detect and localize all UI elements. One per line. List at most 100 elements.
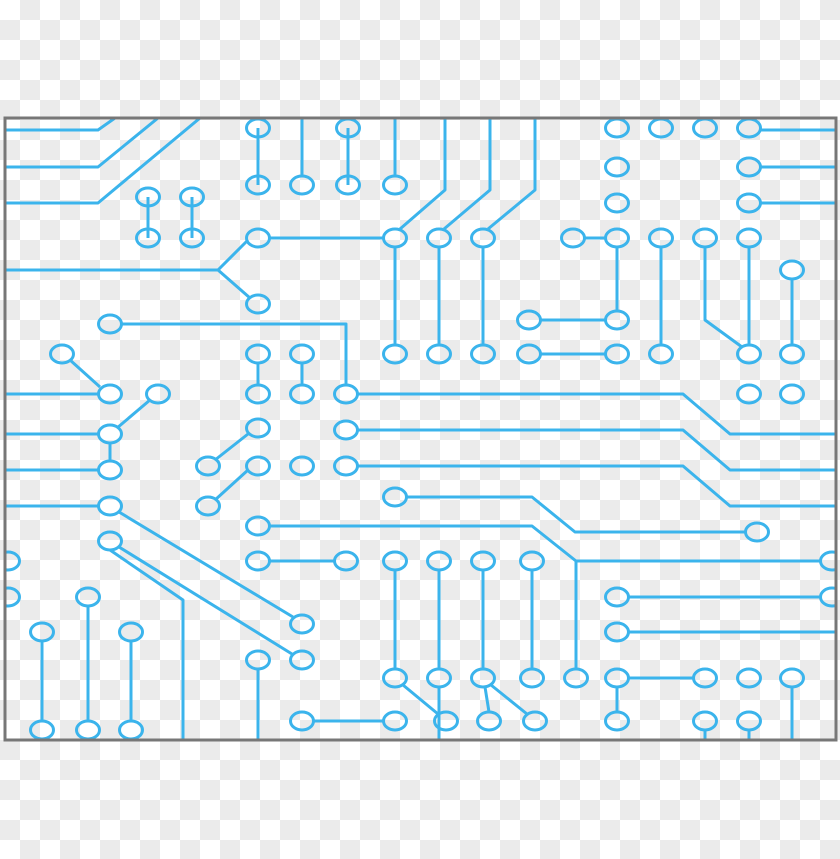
circuit-trace <box>122 322 348 385</box>
circuit-pad <box>522 710 548 732</box>
circuit-trace <box>6 118 201 205</box>
circuit-pad <box>335 174 361 196</box>
circuit-trace <box>109 548 185 740</box>
circuit-trace <box>358 392 836 436</box>
circuit-pad <box>736 192 762 214</box>
circuit-trace <box>407 495 745 534</box>
circuit-pad <box>604 667 630 689</box>
circuit-pad <box>289 174 315 196</box>
circuit-pad <box>779 383 805 405</box>
circuit-trace <box>68 358 102 389</box>
circuit-pad <box>516 309 542 331</box>
circuit-pad <box>382 486 408 508</box>
circuit-pad <box>289 649 315 671</box>
circuit-pad <box>245 550 271 572</box>
circuit-pad <box>245 174 271 196</box>
circuit-trace <box>402 683 439 716</box>
circuit-trace <box>358 428 836 472</box>
circuit-pad <box>426 667 452 689</box>
circuit-pad <box>604 156 630 178</box>
circuit-trace <box>399 118 447 231</box>
circuit-pad <box>779 343 805 365</box>
circuit-pad <box>476 710 502 732</box>
circuit-trace <box>6 118 159 169</box>
image-frame <box>3 116 838 742</box>
circuit-trace <box>270 524 820 563</box>
circuit-pad <box>470 550 496 572</box>
circuit-pad <box>604 586 630 608</box>
circuit-pad <box>426 227 452 249</box>
circuit-pad <box>333 550 359 572</box>
circuit-pad <box>736 227 762 249</box>
circuit-pad <box>118 621 144 643</box>
circuit-pad <box>5 586 21 608</box>
circuit-pad <box>519 550 545 572</box>
circuit-pad <box>648 343 674 365</box>
circuit-pad <box>333 383 359 405</box>
circuit-pad <box>97 495 123 517</box>
circuit-pad <box>49 343 75 365</box>
circuit-pad <box>648 118 674 139</box>
circuit-pad <box>604 309 630 331</box>
circuit-pad <box>245 649 271 671</box>
circuit-pad <box>648 227 674 249</box>
circuit-pad <box>604 621 630 643</box>
circuit-pad <box>245 515 271 537</box>
circuit-pad <box>692 667 718 689</box>
circuit-pad <box>97 423 123 445</box>
circuit-pad <box>333 419 359 441</box>
circuit-trace <box>213 468 250 502</box>
circuit-trace <box>6 238 250 272</box>
circuit-pad <box>819 550 836 572</box>
circuit-pad <box>97 313 123 335</box>
circuit-pad <box>289 613 315 635</box>
circuit-pad <box>382 550 408 572</box>
circuit-trace <box>214 432 249 462</box>
circuit-pad <box>97 459 123 481</box>
circuit-trace <box>490 683 528 716</box>
circuit-pad <box>604 118 630 139</box>
circuit-pad <box>470 227 496 249</box>
circuit-pad <box>97 530 123 552</box>
circuit-pad <box>382 174 408 196</box>
circuit-pad <box>195 455 221 477</box>
circuit-pad <box>433 710 459 732</box>
circuit-pad <box>245 293 271 315</box>
circuit-pad <box>97 383 123 405</box>
circuit-pad <box>135 186 161 208</box>
circuit-pad <box>179 227 205 249</box>
circuit-pad <box>245 383 271 405</box>
circuit-pad <box>692 227 718 249</box>
circuit-pad <box>779 667 805 689</box>
circuit-pad <box>604 343 630 365</box>
circuit-trace <box>703 247 743 349</box>
circuit-pad <box>736 710 762 732</box>
circuit-traces <box>6 118 836 740</box>
circuit-pad <box>289 343 315 365</box>
circuit-pad <box>5 550 21 572</box>
circuit-pad <box>604 710 630 732</box>
circuit-pad <box>289 710 315 732</box>
circuit-pad <box>382 667 408 689</box>
circuit-pad <box>289 383 315 405</box>
circuit-pads <box>5 118 836 740</box>
circuit-pad <box>604 227 630 249</box>
circuit-pad <box>29 719 55 740</box>
circuit-trace <box>118 510 294 619</box>
circuit-pad <box>245 455 271 477</box>
circuit-pad <box>692 118 718 139</box>
circuit-pad <box>516 343 542 365</box>
circuit-pad <box>382 710 408 732</box>
circuit-pad <box>736 343 762 365</box>
circuit-pad <box>179 186 205 208</box>
circuit-trace <box>358 464 836 508</box>
circuit-pad <box>145 383 171 405</box>
circuit-pad <box>470 343 496 365</box>
circuit-pad <box>289 455 315 477</box>
circuit-pad <box>75 719 101 740</box>
circuit-pad <box>195 495 221 517</box>
circuit-pad <box>245 417 271 439</box>
circuit-pad <box>736 667 762 689</box>
circuit-trace <box>483 686 491 713</box>
